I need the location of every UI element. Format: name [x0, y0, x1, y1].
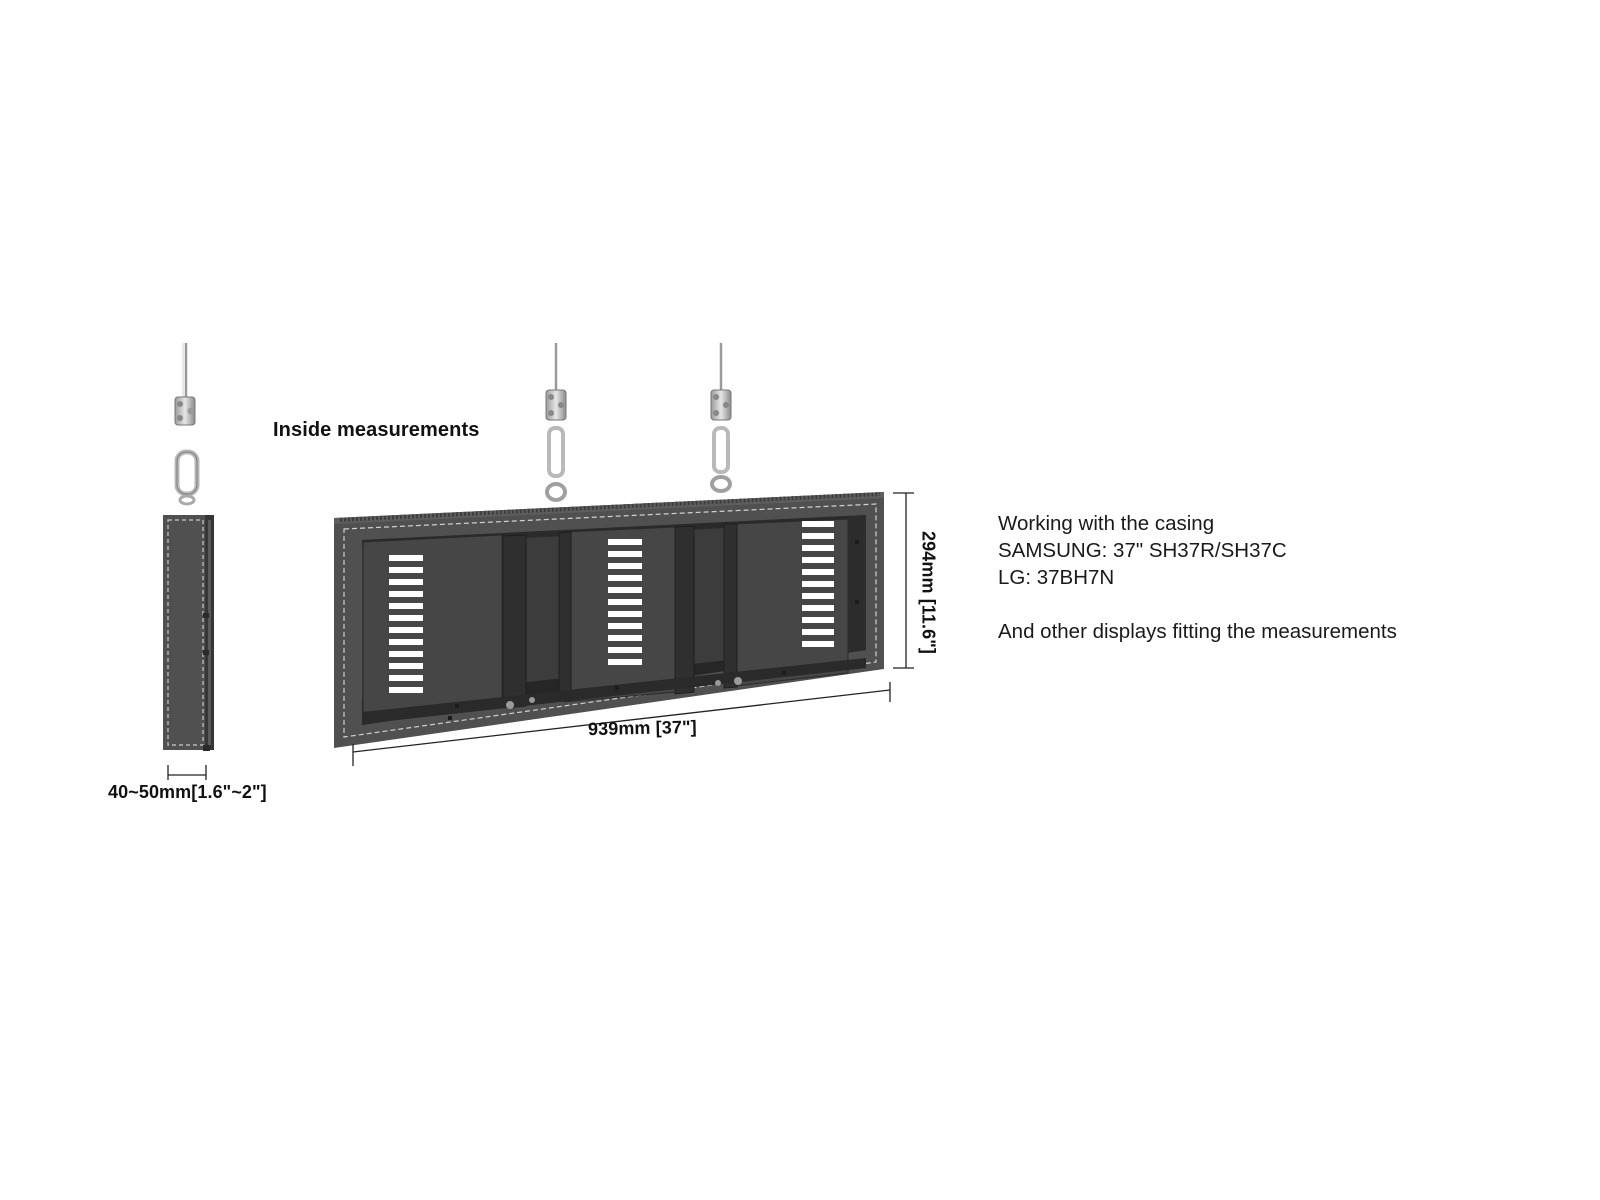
- compatibility-note: And other displays fitting the measureme…: [998, 620, 1397, 643]
- compatibility-info: Working with the casing SAMSUNG: 37" SH3…: [998, 510, 1397, 645]
- side-casing: [163, 515, 210, 750]
- vent-cutouts-right: [802, 521, 834, 647]
- depth-dimension-line: [167, 765, 207, 780]
- height-dimension-label: 294mm [11.6"]: [918, 531, 939, 654]
- mount-plate-left: [362, 534, 503, 723]
- side-clamp: [174, 396, 196, 426]
- side-chain-link: [174, 449, 200, 497]
- cable-left: [545, 343, 567, 502]
- compatibility-spacer: [998, 591, 1397, 618]
- height-dimension-line: [893, 492, 914, 669]
- bottom-rail: [362, 658, 866, 724]
- front-casing: [334, 343, 884, 748]
- depth-dimension-label: 40~50mm[1.6"~2"]: [108, 782, 267, 802]
- vent-cutouts-left: [389, 555, 423, 693]
- compatibility-samsung: SAMSUNG: 37" SH37R/SH37C: [998, 539, 1287, 562]
- compatibility-lg: LG: 37BH7N: [998, 566, 1115, 589]
- diagram-title: Inside measurements: [273, 419, 480, 441]
- cable-right: [710, 343, 732, 493]
- width-dimension-line: [352, 682, 891, 766]
- vertical-rails: [502, 523, 738, 709]
- compatibility-heading: Working with the casing: [998, 512, 1215, 535]
- vent-cutouts-center: [608, 539, 642, 665]
- side-view: [163, 343, 214, 780]
- mount-plate-right: [734, 518, 849, 687]
- width-dimension-label: 939mm [37"]: [587, 716, 697, 740]
